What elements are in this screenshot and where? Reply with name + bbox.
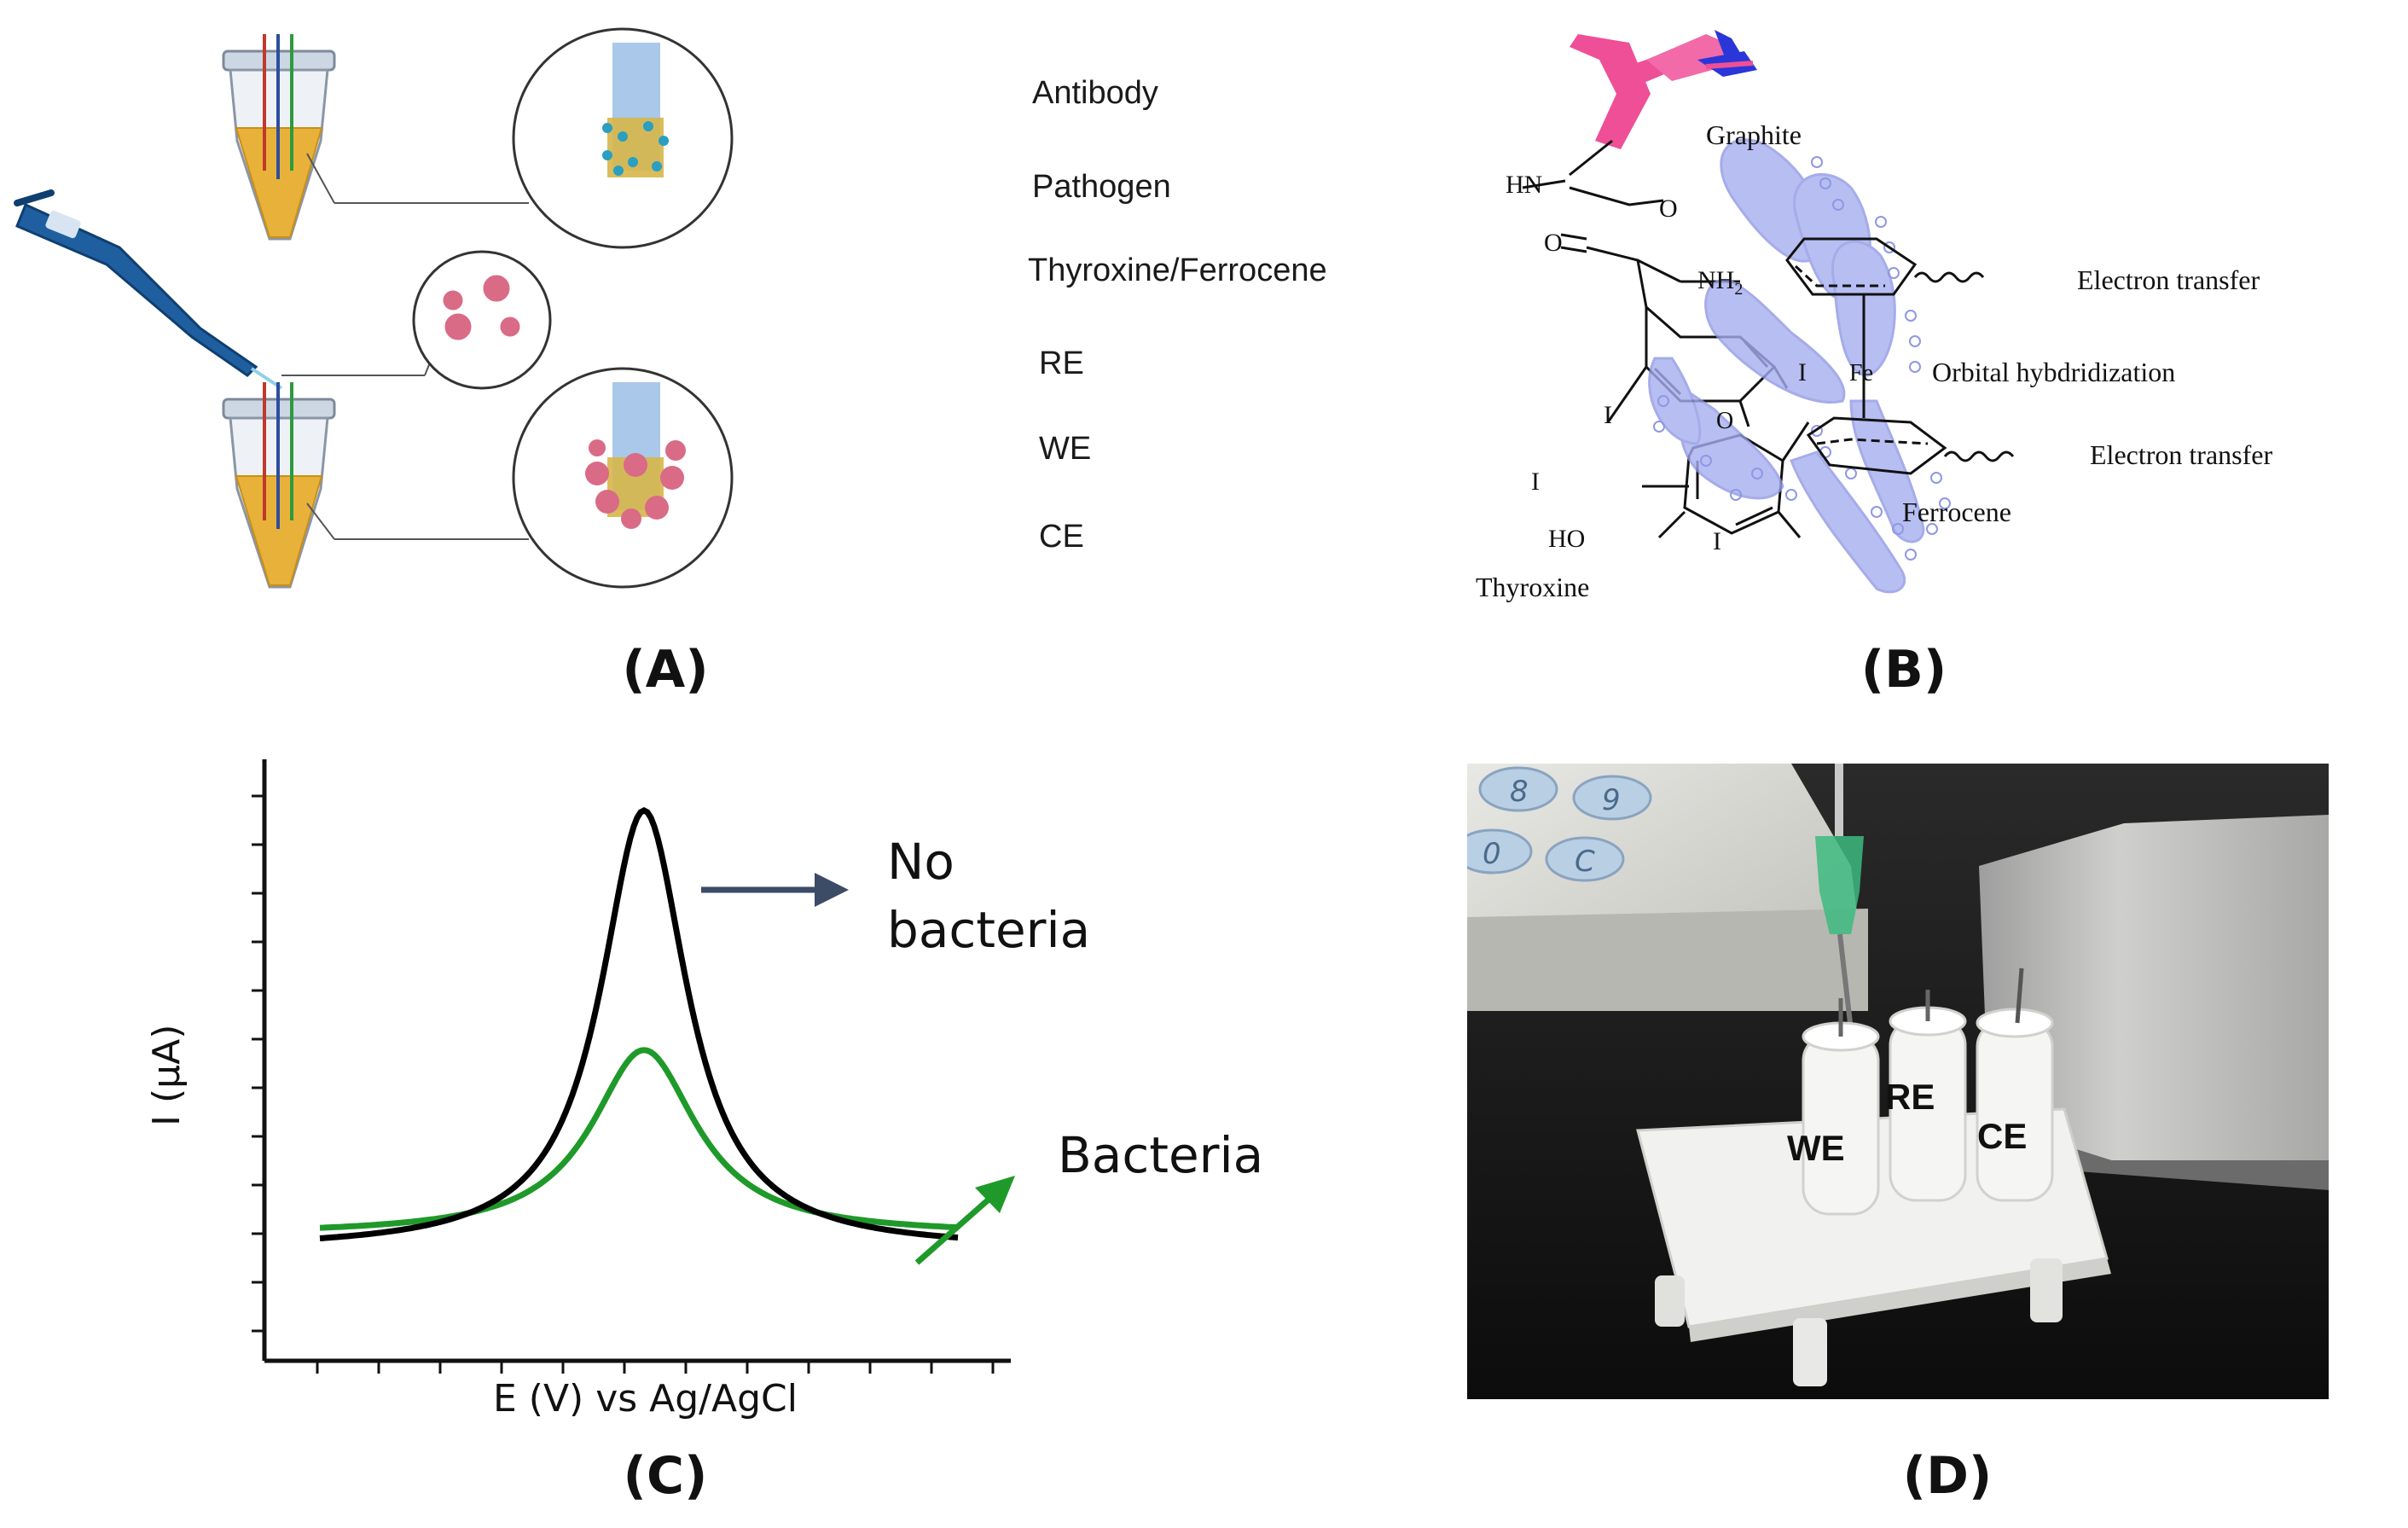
electron-transfer-top-label: Electron transfer xyxy=(2077,264,2260,295)
no-bacteria-arrow xyxy=(701,873,849,907)
iodine-lower-right-label: I xyxy=(1713,527,1721,555)
series-line-bacteria xyxy=(319,1047,959,1231)
key-c: C xyxy=(1575,845,1595,879)
y-axis-label: I (μA) xyxy=(145,1024,189,1126)
nh2-label: NH2 xyxy=(1697,266,1744,299)
o-left-label: O xyxy=(1544,229,1563,257)
electrode-ce xyxy=(1976,967,2054,1202)
thyroxine-label: Thyroxine xyxy=(1476,572,1590,602)
pipette-icon xyxy=(14,189,438,390)
bacteria-arrow xyxy=(914,1176,1015,1265)
iron-label: Fe xyxy=(1849,360,1873,386)
orbital-hybridization-label: Orbital hybdridization xyxy=(1932,357,2176,387)
legend-thyroxine-ferrocene: Thyroxine/Ferrocene xyxy=(1028,253,1327,288)
x-axis-label: E (V) vs Ag/AgCl xyxy=(493,1377,798,1421)
electrode-photo: 8 9 0 C xyxy=(1467,764,2329,1399)
panel-b-structure xyxy=(1522,30,2015,594)
iodine-bridge-label: I xyxy=(1798,358,1807,386)
electrode-we xyxy=(1802,998,1880,1216)
panel-d-label: (D) xyxy=(1902,1446,1993,1506)
ce-label: CE xyxy=(1977,1116,2028,1156)
ferrocene-label: Ferrocene xyxy=(1902,497,2011,527)
panel-a-label: (A) xyxy=(622,640,709,700)
voltammogram-chart xyxy=(252,759,1015,1374)
legend-antibody: Antibody xyxy=(1032,75,1158,111)
panel-a-illustration xyxy=(14,27,734,589)
iodine-left-label: I xyxy=(1604,401,1612,429)
o-top-label: O xyxy=(1659,195,1678,223)
pathogen-circle xyxy=(412,250,552,390)
legend-pathogen: Pathogen xyxy=(1032,169,1171,205)
legend-re: RE xyxy=(1039,346,1084,381)
graphite-label: Graphite xyxy=(1706,119,1802,150)
graphite-icon xyxy=(1570,30,1757,149)
hn-label: HN xyxy=(1506,171,1543,199)
zoom-circle-bottom xyxy=(512,367,734,589)
orbital-lobes xyxy=(1648,138,1925,594)
key-0: 0 xyxy=(1483,837,1501,871)
panel-b-label: (B) xyxy=(1860,640,1947,700)
electron-transfer-bottom-label: Electron transfer xyxy=(2090,439,2273,470)
zoom-circle-top xyxy=(512,27,734,249)
ho-label: HO xyxy=(1548,525,1586,553)
electrode-re xyxy=(1889,990,1967,1202)
key-8: 8 xyxy=(1510,775,1529,809)
series-line-no-bacteria xyxy=(319,807,959,1241)
microtube-top xyxy=(222,34,529,241)
keypad: 8 9 0 C xyxy=(1467,766,1652,882)
ferrocene-rings xyxy=(1785,237,2015,475)
oxygen-ring-label: O xyxy=(1716,408,1734,434)
key-9: 9 xyxy=(1602,783,1621,817)
bacteria-label: Bacteria xyxy=(1058,1126,1264,1184)
re-label: RE xyxy=(1885,1077,1935,1117)
microtube-bottom xyxy=(222,382,529,589)
orbital-dots xyxy=(1653,156,1951,561)
panel-c-label: (C) xyxy=(623,1446,708,1506)
legend-we: WE xyxy=(1039,431,1092,467)
iodine-lower-left-label: I xyxy=(1531,468,1540,496)
needle-syringe xyxy=(1815,764,1864,1046)
legend-ce: CE xyxy=(1039,519,1084,555)
we-label: WE xyxy=(1787,1128,1845,1168)
